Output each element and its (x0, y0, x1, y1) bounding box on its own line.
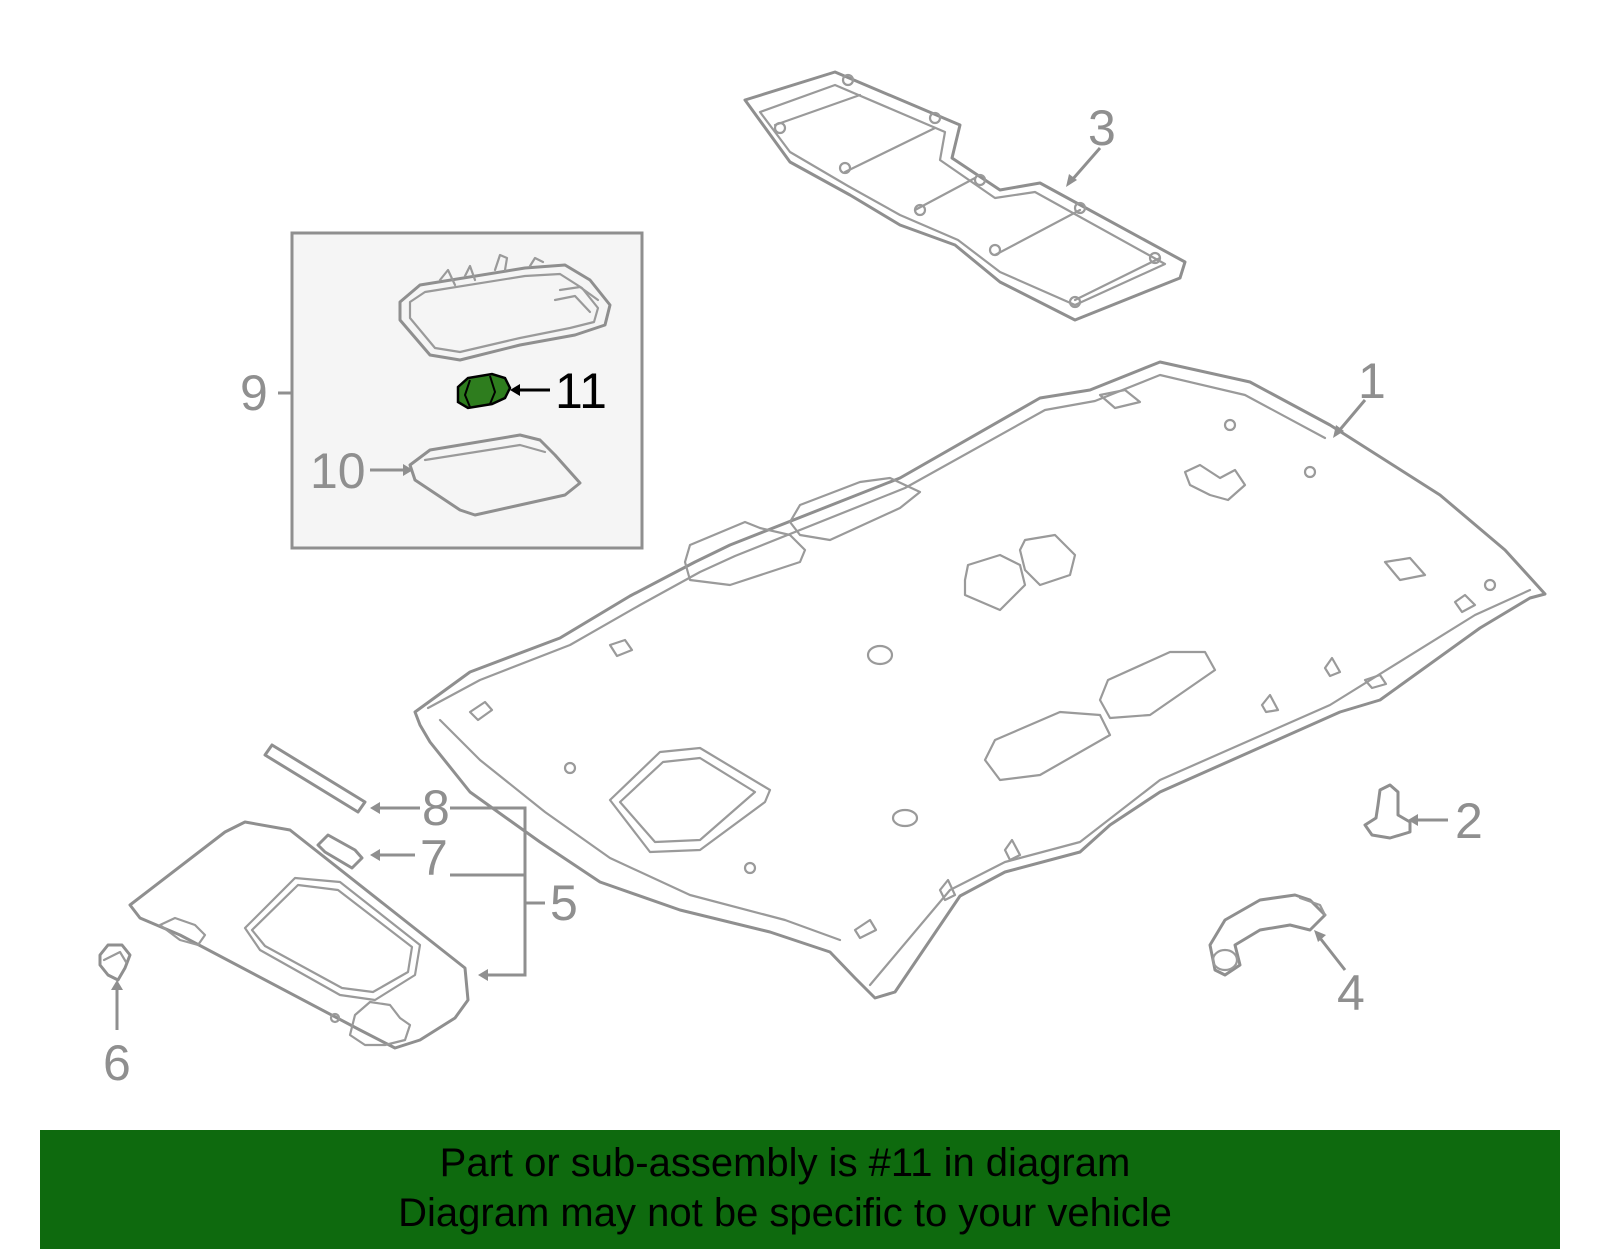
part-5-sun-visor (128, 820, 470, 1050)
callout-1: 1 (1358, 353, 1386, 409)
part-4-assist-grip (1208, 893, 1327, 977)
part-6-holder (98, 943, 132, 982)
callout-11-highlighted: 11 (555, 363, 607, 419)
part-1-headliner (413, 360, 1547, 1000)
part-3-roof-insulator (743, 70, 1187, 322)
callout-6: 6 (103, 1035, 131, 1091)
part-10-lens (408, 433, 582, 517)
inset-box-part-9 (290, 231, 644, 550)
callout-3: 3 (1088, 100, 1116, 156)
callout-9: 9 (240, 365, 268, 421)
part-7-vanity-lamp (316, 833, 364, 870)
callout-4: 4 (1337, 965, 1365, 1021)
part-8-strip (263, 743, 367, 814)
callout-8: 8 (422, 780, 450, 836)
callout-7: 7 (420, 830, 448, 886)
footer-line-1: Part or sub-assembly is #11 in diagram (439, 1141, 1131, 1185)
leader-lines (111, 147, 1448, 1030)
part-11-bulb (456, 372, 512, 410)
footer-banner: Part or sub-assembly is #11 in diagram D… (40, 1130, 1560, 1249)
callout-5: 5 (550, 875, 578, 931)
part-2-clip (1363, 783, 1412, 840)
callout-10: 10 (310, 443, 366, 499)
footer-line-2: Diagram may not be specific to your vehi… (398, 1191, 1172, 1235)
callout-2: 2 (1455, 793, 1483, 849)
